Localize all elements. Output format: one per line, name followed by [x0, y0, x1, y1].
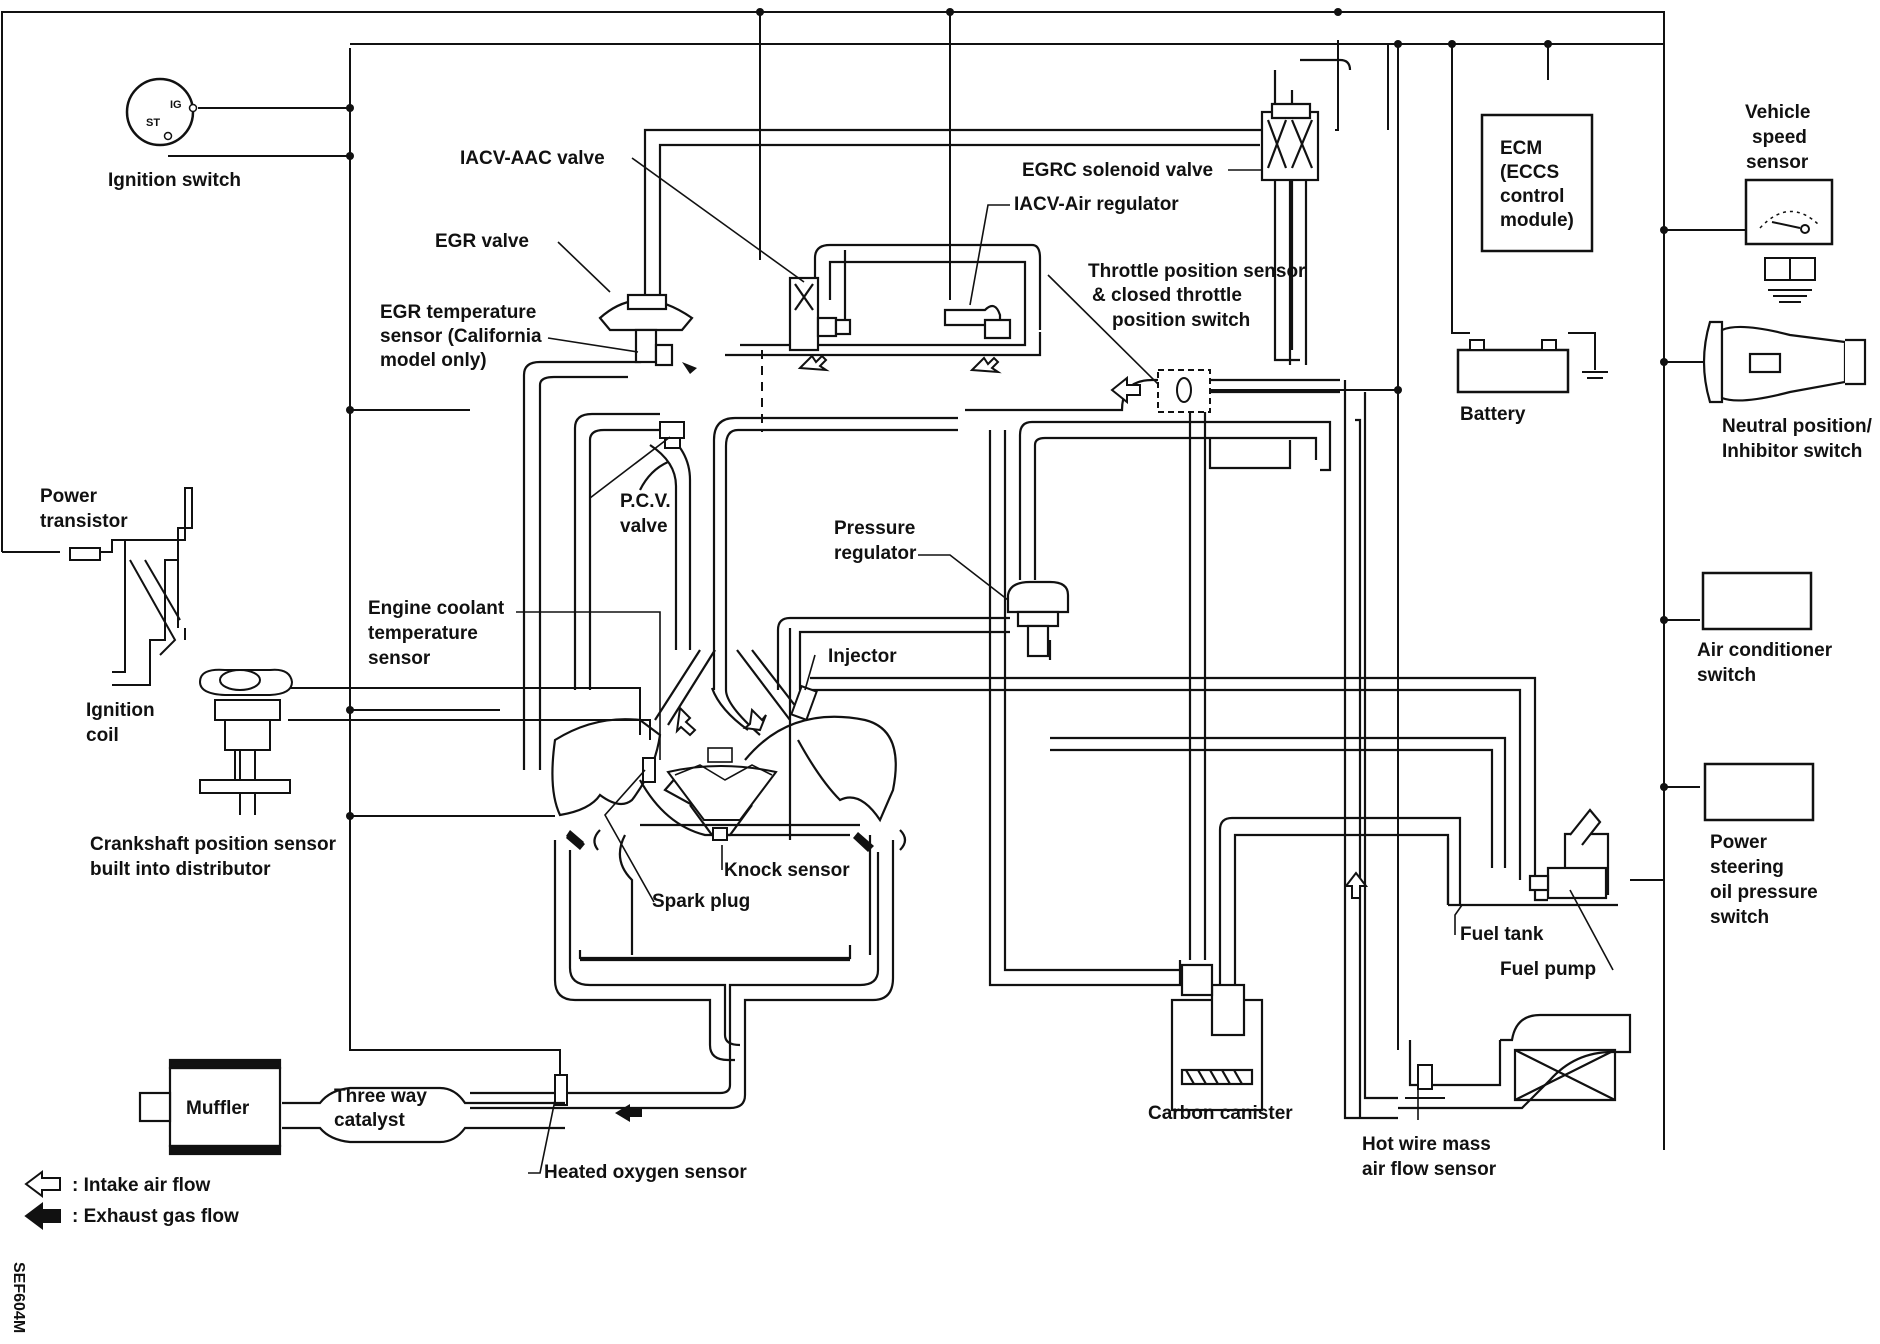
hoses-and-pipes — [470, 58, 1632, 1120]
legend-intake-label: : Intake air flow — [72, 1175, 211, 1196]
injector-symbol — [790, 684, 818, 722]
power-steering-switch-label-line2: steering — [1710, 857, 1784, 878]
knock-sensor-symbol — [712, 827, 728, 841]
power-steering-switch-label-line4: switch — [1710, 907, 1769, 928]
intake-air-arrow-icon — [24, 1170, 61, 1198]
neutral-position-switch-label-line2: Inhibitor switch — [1722, 441, 1862, 462]
fuel-pump-symbol — [1528, 808, 1608, 900]
throttle-position-sensor-label-line2: & closed throttle — [1092, 285, 1242, 306]
fuel-pump-label: Fuel pump — [1500, 959, 1596, 980]
power-transistor-and-coil — [69, 487, 193, 686]
fuel-tank-label: Fuel tank — [1460, 924, 1544, 945]
throttle-position-sensor-label-line3: position switch — [1112, 310, 1250, 331]
pcv-valve-label-line2: valve — [620, 516, 668, 537]
iacv-aac-valve-label: IACV-AAC valve — [460, 148, 605, 169]
crankshaft-position-sensor-label-line2: built into distributor — [90, 859, 271, 880]
spark-plug-label: Spark plug — [652, 891, 750, 912]
engine-coolant-sensor-label-line1: Engine coolant — [368, 598, 505, 619]
wiring-harness — [1, 11, 1816, 1150]
ecm-label-line2: (ECCS — [1500, 162, 1559, 183]
vehicle-speed-sensor-label-line1: Vehicle — [1745, 102, 1811, 123]
hot-wire-maf-sensor-label-line2: air flow sensor — [1362, 1159, 1497, 1180]
air-conditioner-switch-label-line2: switch — [1697, 665, 1756, 686]
power-transistor-label-line1: Power — [40, 486, 98, 507]
exhaust-gas-flow-arrows — [566, 358, 874, 1122]
air-conditioner-switch-box — [1701, 571, 1813, 631]
egr-valve-symbol — [598, 293, 694, 367]
throttle-body — [1157, 369, 1211, 413]
throttle-position-sensor-label-line1: Throttle position sensor — [1088, 261, 1306, 282]
egr-temperature-sensor-label-line1: EGR temperature — [380, 302, 536, 323]
exhaust-gas-arrow-icon — [24, 1202, 61, 1230]
egr-valve-label: EGR valve — [435, 231, 529, 252]
legend: : Intake air flow : Exhaust gas flow — [24, 1170, 239, 1230]
three-way-catalyst-label-line2: catalyst — [334, 1110, 405, 1131]
engine-coolant-sensor-label-line2: temperature — [368, 623, 478, 644]
pressure-regulator-label-line2: regulator — [834, 543, 917, 564]
leader-lines — [516, 157, 1614, 1174]
heated-oxygen-sensor-symbol — [554, 1074, 568, 1106]
muffler-label: Muffler — [186, 1098, 250, 1119]
pressure-regulator-symbol — [1006, 580, 1070, 658]
maf-sensor-symbol — [1405, 1064, 1445, 1099]
battery-symbol — [1456, 339, 1570, 394]
ecm-box — [1480, 113, 1594, 253]
distributor — [198, 668, 294, 815]
wiring-junctions — [346, 8, 1668, 820]
pressure-regulator-label-line1: Pressure — [834, 518, 915, 539]
ignition-switch-st-label: ST — [146, 117, 160, 129]
carbon-canister-label: Carbon canister — [1148, 1103, 1293, 1124]
neutral-position-switch-symbol — [1702, 320, 1867, 404]
three-way-catalyst-label-line1: Three way — [334, 1086, 427, 1107]
egr-temperature-sensor-label-line2: sensor (California — [380, 326, 542, 347]
intake-air-flow-arrows — [675, 354, 1369, 899]
carbon-canister-symbol — [1170, 963, 1264, 1112]
knock-sensor-label: Knock sensor — [724, 860, 850, 881]
egr-temperature-sensor-label-line3: model only) — [380, 350, 487, 371]
heated-oxygen-sensor-label: Heated oxygen sensor — [544, 1162, 747, 1183]
pcv-valve-symbol — [659, 421, 685, 449]
iacv-aac-valve-symbol — [788, 276, 852, 352]
iacv-air-regulator-label: IACV-Air regulator — [1014, 194, 1179, 215]
power-steering-switch-label-line1: Power — [1710, 832, 1768, 853]
ignition-coil-label-line2: coil — [86, 725, 119, 746]
vehicle-speed-sensor-label-line3: sensor — [1746, 152, 1809, 173]
figure-code: SEF604M — [10, 1262, 27, 1333]
ignition-switch-ig-label: IG — [170, 99, 182, 111]
crankshaft-position-sensor-label-line1: Crankshaft position sensor — [90, 834, 337, 855]
injector-label: Injector — [828, 646, 897, 667]
engine-vee — [654, 649, 801, 726]
egrc-solenoid-valve-symbol — [1260, 102, 1320, 182]
pcv-valve-label-line1: P.C.V. — [620, 491, 671, 512]
vehicle-speed-sensor-symbol — [1744, 178, 1834, 246]
oil-pan — [666, 747, 778, 821]
battery-label: Battery — [1460, 404, 1526, 425]
iacv-air-regulator-symbol — [943, 304, 1012, 340]
ecm-label-line1: ECM — [1500, 138, 1542, 159]
power-steering-switch-label-line3: oil pressure — [1710, 882, 1818, 903]
exhaust-system — [138, 1058, 565, 1156]
ignition-coil-label-line1: Ignition — [86, 700, 155, 721]
power-steering-switch-box — [1703, 762, 1815, 822]
coolant-sensor-symbol — [642, 757, 656, 783]
labels: Ignition switch IACV-AAC valve EGRC sole… — [40, 102, 1873, 1183]
neutral-position-switch-label-line1: Neutral position/ — [1722, 416, 1873, 437]
ignition-switch-label: Ignition switch — [108, 170, 241, 191]
air-conditioner-switch-label-line1: Air conditioner — [1697, 640, 1833, 661]
tps-link-dashed — [761, 350, 1260, 432]
egrc-solenoid-valve-label: EGRC solenoid valve — [1022, 160, 1213, 181]
legend-exhaust-label: : Exhaust gas flow — [72, 1206, 239, 1227]
hot-wire-maf-sensor-label-line1: Hot wire mass — [1362, 1134, 1491, 1155]
ecm-label-line3: control — [1500, 186, 1564, 207]
engine-coolant-sensor-label-line3: sensor — [368, 648, 431, 669]
ignition-switch-symbol: IG ST — [125, 77, 198, 147]
power-transistor-label-line2: transistor — [40, 511, 128, 532]
ecm-label-line4: module) — [1500, 210, 1574, 231]
vehicle-speed-sensor-label-line2: speed — [1752, 127, 1807, 148]
